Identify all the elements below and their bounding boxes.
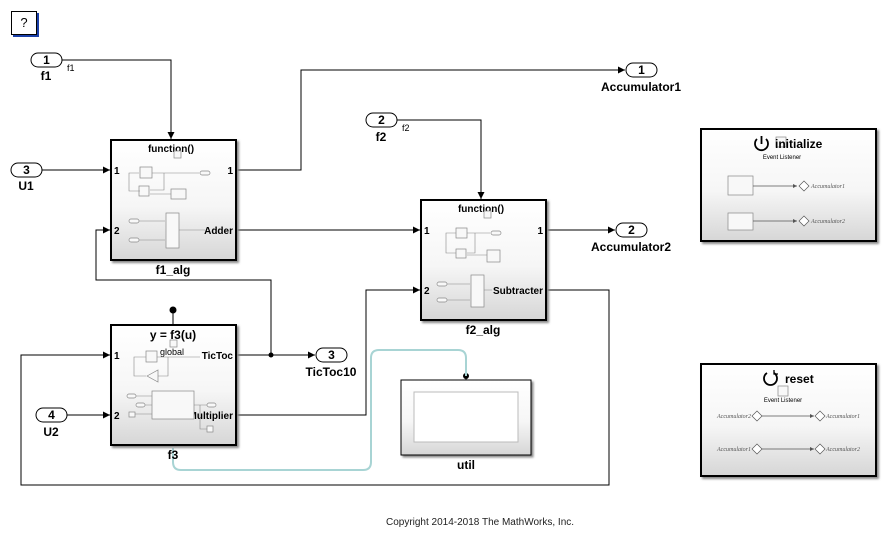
svg-text:Accumulator1: Accumulator1 [810, 184, 845, 190]
svg-text:4: 4 [48, 408, 55, 422]
block-f1-alg[interactable]: function() 1 2 1 Adder f1_alg [110, 139, 237, 277]
svg-text:Subtracter: Subtracter [493, 286, 543, 297]
wire-f2 [397, 119, 485, 199]
block-f2-alg[interactable]: function() 1 2 1 Subtracter f2_alg [420, 199, 547, 337]
svg-text:function(): function() [148, 144, 194, 155]
svg-text:1: 1 [424, 226, 430, 237]
block-initialize[interactable]: initialize Event Listener Accumulator1 A… [700, 128, 877, 242]
outport-accumulator1[interactable]: 1 Accumulator1 [601, 62, 681, 94]
copyright: Copyright 2014-2018 The MathWorks, Inc. [385, 517, 575, 528]
svg-text:reset: reset [785, 372, 814, 386]
help-button[interactable]: ? [11, 11, 37, 35]
svg-text:function(): function() [458, 204, 504, 215]
inport-u2[interactable]: 4 U2 [35, 407, 68, 439]
svg-text:2: 2 [114, 411, 120, 422]
svg-text:f1: f1 [41, 69, 52, 83]
svg-text:f2: f2 [402, 123, 410, 133]
function-port-dot [169, 306, 177, 314]
svg-text:f2: f2 [376, 130, 387, 144]
svg-text:f2_alg: f2_alg [466, 323, 501, 337]
block-util[interactable]: util [400, 379, 532, 472]
wire-subtracter [20, 289, 610, 486]
svg-text:Adder: Adder [204, 226, 233, 237]
svg-text:TicToc10: TicToc10 [306, 365, 357, 379]
svg-text:f1_alg: f1_alg [156, 263, 191, 277]
inport-f2[interactable]: 2 f2 f2 [365, 112, 410, 144]
power-icon [754, 136, 769, 152]
svg-text:1: 1 [537, 226, 543, 237]
svg-text:2: 2 [378, 113, 385, 127]
svg-text:3: 3 [23, 163, 30, 177]
wire-multiplier [236, 286, 420, 416]
svg-text:Accumulator1: Accumulator1 [601, 80, 681, 94]
svg-text:initialize: initialize [775, 137, 823, 151]
svg-text:2: 2 [114, 226, 120, 237]
svg-text:f3: f3 [168, 448, 179, 462]
wire-accumulator1 [236, 66, 625, 171]
svg-text:Event Listener: Event Listener [764, 398, 802, 404]
wire-f1 [62, 59, 175, 139]
svg-text:2: 2 [424, 286, 430, 297]
svg-text:global: global [160, 347, 184, 357]
outport-accumulator2[interactable]: 2 Accumulator2 [591, 222, 671, 254]
svg-text:f1: f1 [67, 63, 75, 73]
svg-text:3: 3 [328, 348, 335, 362]
block-f3[interactable]: y = f3(u) 1 2 TicToc Multiplier global f… [110, 324, 237, 462]
svg-text:2: 2 [628, 223, 635, 237]
svg-text:Accumulator2: Accumulator2 [716, 414, 751, 420]
svg-text:1: 1 [638, 63, 645, 77]
svg-text:Accumulator1: Accumulator1 [716, 447, 751, 453]
svg-text:TicToc: TicToc [202, 351, 234, 362]
svg-text:Event Listener: Event Listener [763, 155, 801, 161]
svg-text:Accumulator2: Accumulator2 [591, 240, 671, 254]
svg-text:Accumulator2: Accumulator2 [810, 219, 845, 225]
branch-point [268, 352, 274, 358]
outport-tictoc10[interactable]: 3 TicToc10 [306, 347, 357, 379]
svg-text:1: 1 [114, 166, 120, 177]
svg-text:Accumulator2: Accumulator2 [825, 447, 860, 453]
svg-text:y = f3(u): y = f3(u) [150, 328, 196, 342]
svg-text:Accumulator1: Accumulator1 [825, 414, 860, 420]
block-reset[interactable]: reset Event Listener Accumulator2 Accumu… [700, 363, 877, 477]
inport-u1[interactable]: 3 U1 [10, 162, 43, 193]
svg-text:1: 1 [114, 351, 120, 362]
svg-text:1: 1 [43, 53, 50, 67]
svg-text:1: 1 [227, 166, 233, 177]
svg-text:Multiplier: Multiplier [189, 411, 234, 422]
svg-text:util: util [457, 458, 475, 472]
svg-text:U1: U1 [18, 179, 34, 193]
svg-text:U2: U2 [43, 425, 59, 439]
signal-lines[interactable] [20, 59, 625, 486]
wire-tictoc-feedback [95, 226, 272, 355]
reset-icon [763, 370, 778, 386]
function-link-line [172, 349, 467, 471]
inport-f1[interactable]: 1 f1 f1 [30, 52, 75, 83]
